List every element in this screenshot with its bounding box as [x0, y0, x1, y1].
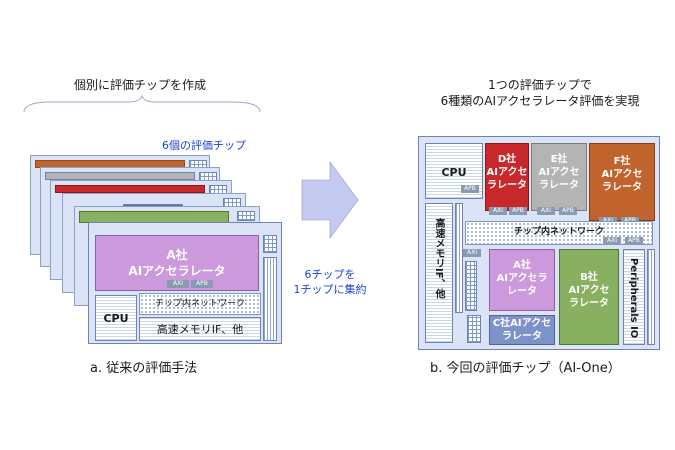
front-accel-a-sub: AIアクセラレータ	[128, 264, 226, 278]
r-mem-if-label: 高速メモリIF、他	[433, 218, 444, 299]
front-noc: チップ内ネットワーク	[139, 293, 261, 315]
right-title-1: 1つの評価チップで	[488, 78, 592, 92]
r-grid-block-1	[465, 261, 477, 311]
front-chip: A社 AIアクセラレータ AXI APB チップ内ネットワーク CPU 高速メモ…	[88, 222, 282, 344]
r-accel-c-l1: C社AIアクセ	[492, 318, 552, 329]
r-cpu-apb: APB	[461, 185, 479, 193]
aggregate-arrow	[301, 161, 359, 239]
r-peripherals-label: Peripherals IO	[628, 258, 639, 339]
r-grid-block-2	[467, 315, 481, 343]
r-accel-b-l3: ラレータ	[569, 298, 609, 309]
r-accel-e: E社 AIアクセ ラレータ	[531, 143, 587, 211]
r-accel-a-l3: レータ	[507, 286, 537, 297]
r-accel-e-l1: E社	[550, 154, 568, 165]
r-accel-b-l2: AIアクセ	[568, 285, 610, 296]
r-stripe-right	[647, 249, 655, 345]
r-d-axi: AXI	[489, 207, 507, 215]
front-accel-a-name: A社	[166, 248, 188, 262]
right-caption: b. 今回の評価チップ（AI-One）	[430, 361, 621, 376]
r-accel-d-l2: AIアクセ	[486, 167, 528, 178]
left-brace	[23, 94, 261, 113]
front-axi-tag: AXI	[167, 280, 189, 288]
left-title: 個別に評価チップを作成	[73, 78, 206, 92]
r-accel-b: B社 AIアクセ ラレータ	[559, 249, 619, 345]
ai-one-chip: CPU APB 高速メモリIF、他 D社 AIアクセ ラレータ E社 AIアクセ…	[418, 136, 660, 350]
r-noc-axi-l: AXI	[463, 249, 481, 257]
front-cpu: CPU	[95, 295, 137, 341]
front-mem-if-label: 高速メモリIF、他	[156, 323, 244, 336]
front-apb-tag: APB	[191, 280, 213, 288]
r-stripe-left	[455, 203, 463, 313]
r-accel-f: F社 AIアクセ ラレータ	[589, 143, 655, 221]
r-e-apb: APB	[559, 207, 577, 215]
r-d-apb: APB	[509, 207, 527, 215]
front-mem-if: 高速メモリIF、他	[139, 317, 261, 341]
right-title-2: 6種類のAIアクセラレータ評価を実現	[440, 94, 640, 108]
r-accel-c-l2: ラレータ	[502, 331, 542, 342]
front-noc-label: チップ内ネットワーク	[154, 299, 245, 309]
r-accel-f-l2: AIアクセ	[601, 169, 643, 180]
front-grid-block	[263, 235, 277, 253]
arrow-text-2: 1チップに集約	[293, 283, 367, 296]
r-accel-a-l1: A社	[513, 260, 531, 271]
r-accel-e-l2: AIアクセ	[538, 167, 580, 178]
front-accel-a: A社 AIアクセラレータ	[95, 235, 259, 291]
r-accel-e-l3: ラレータ	[539, 180, 579, 191]
r-noc: チップ内ネットワーク	[465, 221, 653, 245]
r-accel-d-l3: ラレータ	[487, 180, 527, 191]
chips-count-label: 6個の評価チップ	[162, 139, 246, 152]
r-noc-axi-r: AXI	[603, 237, 621, 245]
r-noc-label: チップ内ネットワーク	[513, 227, 604, 237]
r-accel-d: D社 AIアクセ ラレータ	[485, 143, 529, 211]
front-stripe-block	[263, 257, 277, 341]
r-cpu-label: CPU	[441, 166, 467, 179]
r-peripherals: Peripherals IO	[623, 249, 645, 345]
r-cpu: CPU	[425, 143, 483, 199]
r-mem-if: 高速メモリIF、他	[425, 203, 453, 343]
r-accel-d-l1: D社	[497, 154, 517, 165]
arrow-text-1: 6チップを	[304, 268, 356, 281]
r-e-axi: AXI	[537, 207, 555, 215]
r-accel-b-l1: B社	[580, 272, 598, 283]
front-cpu-label: CPU	[103, 312, 129, 325]
r-accel-a: A社 AIアクセラ レータ	[489, 249, 555, 311]
r-noc-apb-r: APB	[625, 237, 643, 245]
r-accel-f-l3: ラレータ	[602, 182, 642, 193]
left-caption: a. 従来の評価手法	[90, 361, 198, 376]
r-accel-a-l2: AIアクセラ	[496, 273, 548, 284]
r-accel-c: C社AIアクセ ラレータ	[489, 315, 555, 345]
r-accel-f-l1: F社	[613, 156, 631, 167]
